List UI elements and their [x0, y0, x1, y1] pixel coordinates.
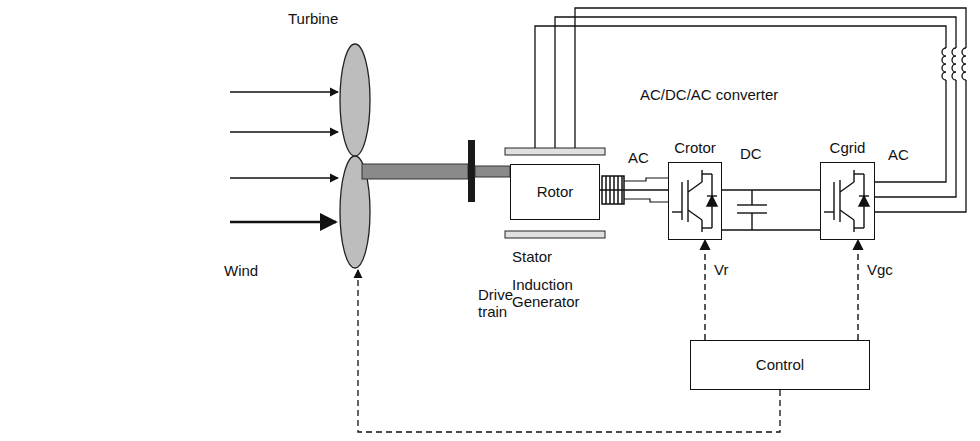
igbt-symbol — [824, 170, 869, 232]
edge-label: DC — [738, 146, 764, 163]
control-signal — [857, 240, 858, 340]
stator-label: Stator — [512, 248, 552, 265]
control-signal — [704, 240, 705, 340]
wind-label: Wind — [224, 262, 258, 279]
edge-label: Vr — [712, 262, 730, 279]
gearbox-flange — [468, 140, 475, 202]
transformer — [942, 48, 966, 80]
box-label: Control — [756, 356, 804, 373]
box-label: Rotor — [537, 183, 574, 200]
rotor-converter-box: Crotor — [668, 162, 722, 240]
wind-arrows — [230, 92, 338, 222]
dc-link-capacitor — [722, 190, 820, 230]
turbine-label: Turbine — [288, 10, 338, 27]
converter-title: AC/DC/AC converter — [640, 86, 778, 103]
stator-wires — [535, 8, 966, 148]
grid-wires — [875, 80, 966, 212]
main-shaft — [362, 164, 468, 179]
turbine-blades — [340, 44, 370, 268]
converter-label: Cgrid — [830, 139, 866, 156]
igbt-symbol — [672, 170, 717, 232]
grid-converter-box: Cgrid — [820, 162, 875, 240]
stator-bar — [505, 231, 605, 238]
rotor-box: Rotor — [510, 164, 600, 220]
edge-label: AC — [626, 150, 651, 167]
converter-label: Crotor — [674, 139, 716, 156]
power-wire — [600, 189, 668, 190]
control-box: Control — [690, 340, 870, 390]
generator-shaft — [475, 166, 510, 177]
power-wire — [722, 189, 820, 190]
edge-label: Vgc — [865, 262, 895, 279]
grid-ac-label: AC — [888, 146, 909, 163]
generator-label: Induction Generator — [512, 276, 608, 311]
stator-bar — [505, 148, 605, 155]
